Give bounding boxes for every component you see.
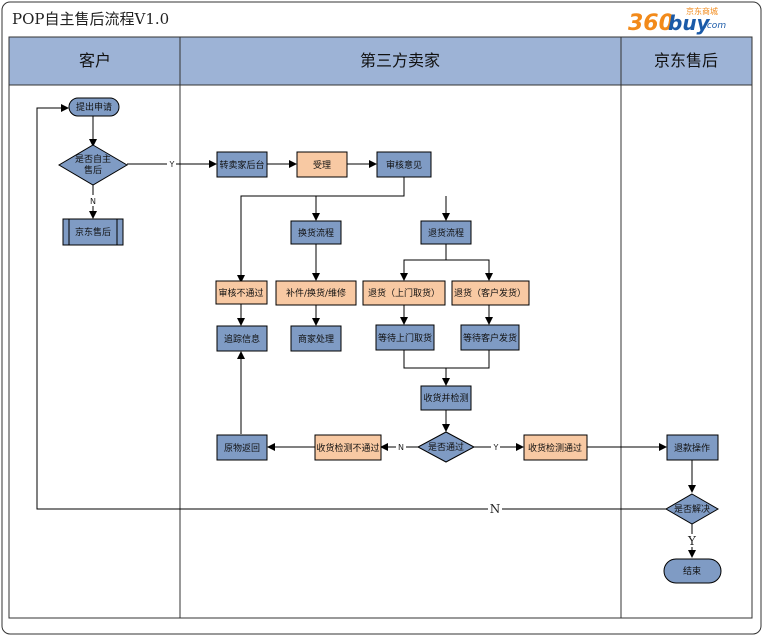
node-return-flow-label: 退货流程 [428, 227, 464, 239]
node-merchant [290, 325, 342, 352]
label-resolved-no: N [490, 502, 501, 516]
node-return-ship-label: 退货（客户发货） [454, 287, 526, 299]
node-return-flow [420, 220, 472, 245]
node-check-fail [314, 434, 382, 461]
node-end [663, 558, 722, 584]
node-exchange-flow-label: 换货流程 [298, 227, 334, 239]
edge-resolved-no-loop [36, 104, 666, 510]
node-to-seller [216, 151, 268, 178]
diagram-title: POP自主售后流程V1.0 [12, 10, 169, 28]
node-merchant-label: 商家处理 [298, 333, 334, 345]
edge-labels: Y N N Y N Y [88, 158, 698, 548]
node-check-pass-label: 收货检测通过 [528, 442, 582, 454]
label-pass-yes: Y [493, 443, 499, 452]
node-to-seller-label: 转卖家后台 [219, 159, 264, 171]
label-self-no: N [90, 197, 96, 206]
node-parts [275, 280, 357, 306]
logo-tag: 京东商城 [686, 6, 718, 16]
logo-prefix: 360 [628, 11, 674, 36]
node-jd-service [62, 218, 124, 246]
node-wait-ship [460, 324, 520, 351]
node-start-label: 提出申请 [76, 101, 112, 113]
node-check-fail-label: 收货检测不通过 [316, 442, 379, 454]
node-receive-check [420, 385, 472, 411]
lane-title-jd: 京东售后 [654, 51, 718, 70]
node-receive-check-label: 收货并检测 [423, 392, 468, 404]
lane-header-jd [620, 36, 753, 86]
node-review-fail [215, 280, 268, 305]
node-return-ship [451, 280, 530, 306]
edge-return-to-ship [446, 259, 493, 281]
node-exchange-flow [290, 220, 342, 245]
logo-word: buy [668, 11, 711, 35]
node-original-return [216, 434, 268, 461]
node-resolved-label: 是否解决 [674, 503, 710, 515]
lane-title-seller: 第三方卖家 [360, 51, 440, 70]
node-wait-ship-label: 等待客户发货 [463, 332, 517, 344]
brand-logo: 360 buy .com 京东商城 [628, 6, 726, 36]
node-parts-label: 补件/换货/维修 [286, 287, 346, 299]
node-self-service-label-line1: 是否自主 [75, 153, 111, 165]
lane-header-customer [8, 36, 181, 86]
node-end-label: 结束 [683, 565, 701, 577]
node-self-service-decision [58, 144, 128, 186]
node-pass-label: 是否通过 [428, 441, 464, 453]
node-return-pickup-label: 退货（上门取货） [368, 287, 440, 299]
label-resolved-yes: Y [687, 534, 697, 548]
node-refund-label: 退款操作 [674, 442, 710, 454]
edge-review-split [237, 177, 405, 283]
node-pass-decision [416, 431, 476, 463]
edge-return-split [400, 244, 447, 281]
edge-waits-to-receive [403, 350, 490, 385]
node-wait-pickup-label: 等待上门取货 [378, 332, 432, 344]
node-refund [666, 434, 719, 461]
logo-suffix: .com [704, 21, 726, 31]
label-self-yes: Y [169, 160, 175, 169]
node-check-pass [523, 434, 588, 461]
node-track-label: 追踪信息 [224, 333, 260, 345]
node-track [216, 325, 268, 352]
lane-title-customer: 客户 [79, 51, 111, 70]
node-accept [296, 151, 348, 178]
node-start [68, 97, 120, 117]
node-resolved-decision [664, 493, 720, 525]
node-accept-label: 受理 [313, 159, 331, 171]
node-jd-service-label: 京东售后 [75, 226, 111, 238]
node-review-label: 审核意见 [386, 159, 422, 171]
node-original-return-label: 原物返回 [224, 442, 260, 454]
node-review [376, 151, 432, 178]
node-review-fail-label: 审核不通过 [218, 287, 263, 299]
node-return-pickup [362, 280, 446, 306]
label-pass-no: N [398, 443, 404, 452]
nodes: 提出申请 是否自主 售后 京东售后 转卖家后台 受理 审核意见 换货流程 退货流… [58, 97, 722, 584]
lane-header-seller [179, 36, 622, 86]
swimlane-table: 客户 第三方卖家 京东售后 [8, 36, 753, 619]
node-wait-pickup [375, 324, 435, 351]
node-self-service-label-line2: 售后 [84, 164, 102, 176]
